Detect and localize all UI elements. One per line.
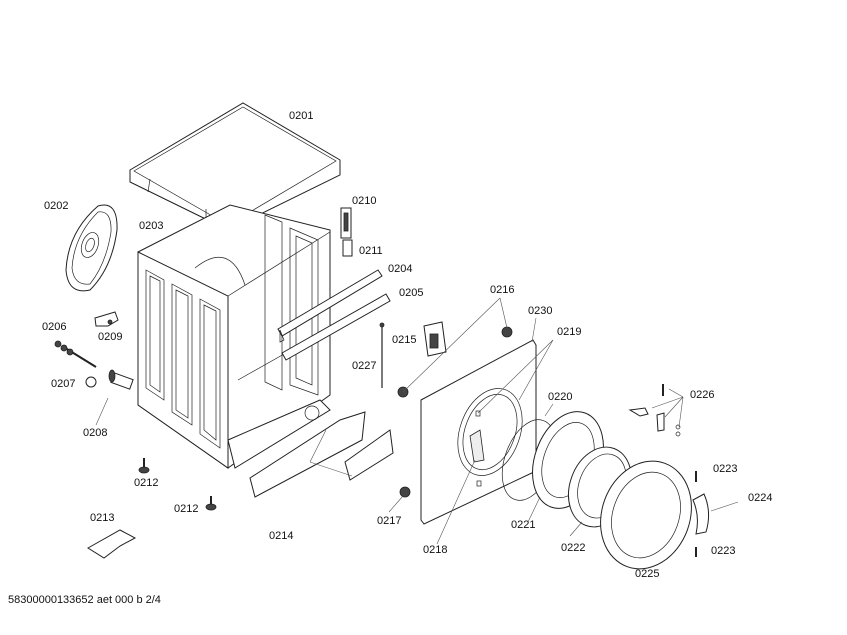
part-0213-tool[interactable] [87,529,137,559]
label-0215: 0215 [392,334,417,346]
label-0206: 0206 [42,321,67,333]
part-0202-rear-cover[interactable] [65,204,118,292]
part-0208-spacer[interactable] [108,369,134,390]
label-0205: 0205 [399,287,424,299]
label-0202: 0202 [44,200,69,212]
label-0212-b: 0212 [174,503,199,515]
part-0214-panel[interactable] [249,411,394,498]
part-0201-top-cover[interactable] [129,102,341,231]
part-0215-module[interactable] [423,321,447,357]
leader-lines [95,297,739,545]
label-0208: 0208 [83,427,108,439]
part-0225-outer-ring[interactable] [586,448,706,581]
part-0212-foot-a[interactable] [138,458,150,474]
label-0217: 0217 [377,515,402,527]
part-0224-handle[interactable] [692,493,710,535]
part-0227-rod[interactable] [379,322,385,388]
document-code: 58300000133652 aet 000 b 2/4 [8,594,161,606]
label-0211: 0211 [359,245,383,257]
label-0214: 0214 [269,530,294,542]
label-0226: 0226 [690,389,715,401]
label-0218: 0218 [423,544,448,556]
part-0203-cabinet[interactable] [137,204,331,469]
label-0219: 0219 [557,326,582,338]
label-0204: 0204 [388,263,413,275]
part-0210-bracket[interactable] [340,207,352,239]
part-0209-clip[interactable] [94,311,119,327]
label-0216: 0216 [490,284,515,296]
label-0225: 0225 [635,568,660,580]
part-0217-knob[interactable] [399,486,411,498]
label-0223-b: 0223 [711,545,736,557]
label-0227: 0227 [352,360,377,372]
label-0209: 0209 [98,331,123,343]
label-0210: 0210 [352,195,377,207]
label-0201: 0201 [289,110,314,122]
label-0207: 0207 [51,378,76,390]
part-0226-lock-set[interactable] [628,384,681,437]
label-0203: 0203 [139,220,164,232]
part-0206-bolt[interactable] [54,340,97,368]
label-0212-a: 0212 [134,477,159,489]
label-0220: 0220 [548,391,573,403]
part-0207-cap[interactable] [85,376,97,388]
label-0221: 0221 [511,519,536,531]
part-0212-foot-b[interactable] [205,496,217,511]
label-0224: 0224 [748,492,773,504]
label-0213: 0213 [90,512,115,524]
part-0211-hinge[interactable] [342,239,353,257]
label-0222: 0222 [561,542,586,554]
part-0205-rail[interactable] [281,293,391,361]
label-0223-a: 0223 [713,463,738,475]
part-0204-rail[interactable] [277,269,383,343]
part-0218-front-panel[interactable] [420,339,537,525]
label-0230: 0230 [528,305,553,317]
